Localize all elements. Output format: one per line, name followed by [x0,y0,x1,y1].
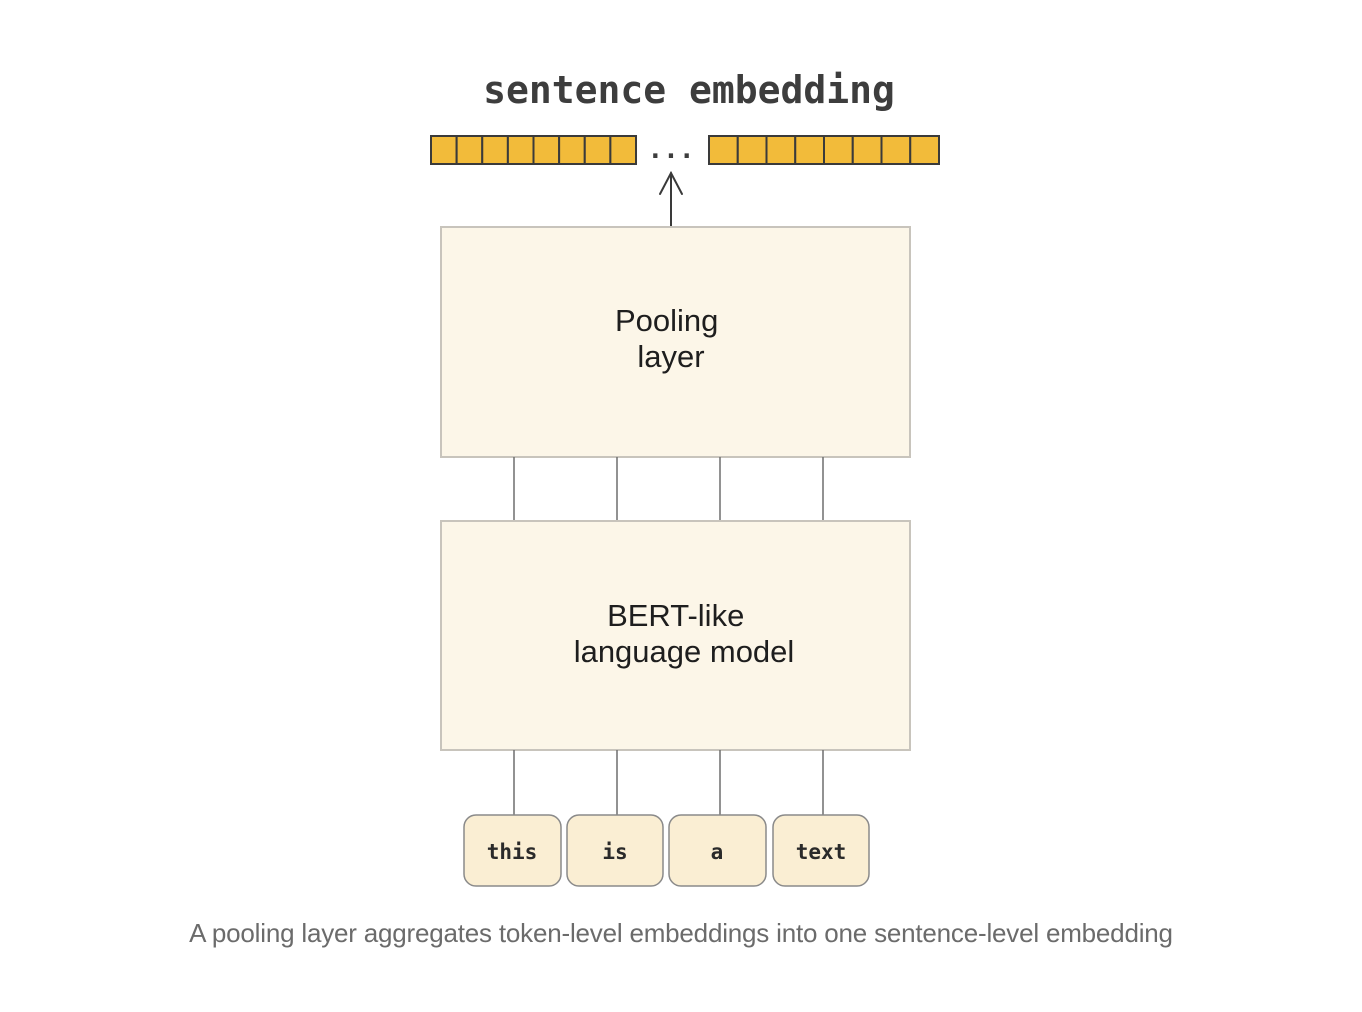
embedding-cell-right-4 [823,135,854,165]
model-to-pooling-connectors [513,457,824,521]
language-model-label: BERT-like language model [574,598,795,669]
embedding-cell-right-0 [708,135,739,165]
embedding-cell-left-3 [506,135,535,165]
diagram-title: sentence embedding [483,68,895,112]
embedding-cell-right-1 [736,135,768,165]
pooling-layer-box [440,226,911,458]
output-arrow [659,170,683,227]
embedding-cell-right-6 [880,135,912,165]
token-label-a: a [711,840,724,864]
token-box-2: a [668,814,767,887]
embedding-cell-left-0 [430,135,458,165]
token-box-0: this [463,814,562,887]
embedding-ellipsis: ... [648,135,695,165]
language-model-box [440,520,911,751]
model-label-line1: BERT-like [607,598,744,633]
pooling-label-line2: layer [637,339,704,374]
token-label-is: is [602,840,627,864]
embedding-cell-left-1 [455,135,484,165]
embedding-cell-left-4 [532,135,561,165]
token-to-model-connectors [513,750,824,815]
embedding-cell-right-5 [851,135,883,165]
pooling-layer-label: Pooling layer [615,303,727,374]
embedding-cell-left-6 [583,135,612,165]
embedding-cell-left-5 [558,135,586,165]
embedding-vector-left [430,135,638,165]
embedding-cell-left-2 [481,135,509,165]
token-box-1: is [566,814,664,887]
embedding-cell-right-7 [909,135,940,165]
model-label-line2: language model [574,634,795,669]
figure-caption: A pooling layer aggregates token-level e… [189,918,1173,948]
embedding-cell-right-2 [765,135,797,165]
token-label-this: this [487,840,538,864]
token-box-3: text [772,814,870,887]
pooling-label-line1: Pooling [615,303,718,338]
embedding-cell-right-3 [794,135,825,165]
embedding-vector-right [708,135,940,165]
token-label-text: text [796,840,847,864]
embedding-cell-left-7 [609,135,638,165]
